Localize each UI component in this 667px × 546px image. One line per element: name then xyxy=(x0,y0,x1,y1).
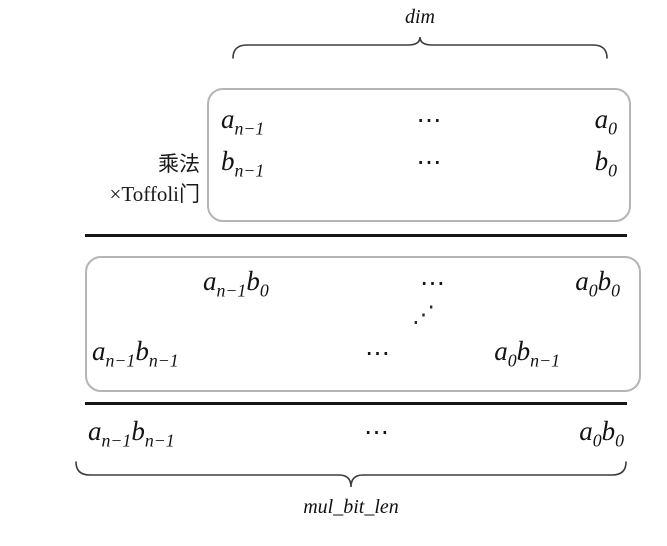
math-var: b xyxy=(135,336,149,366)
ellipsis-horizontal: ⋯ xyxy=(416,107,443,134)
ellipsis-diagonal: ⋰ xyxy=(412,302,435,327)
math-var: a xyxy=(221,104,235,134)
term-an1-b0: an−1b0 xyxy=(203,266,269,301)
math-sub: n−1 xyxy=(101,430,132,451)
math-sub: 0 xyxy=(259,280,269,301)
math-sub: n−1 xyxy=(144,430,175,451)
term-a0-b0-result: a0b0 xyxy=(579,416,624,451)
math-var: b xyxy=(221,146,235,176)
math-sub: 0 xyxy=(615,430,624,451)
term-an1-bn1-partial: an−1bn−1 xyxy=(92,336,179,371)
math-var: b xyxy=(516,336,531,366)
multiplication-rule-line-top xyxy=(85,234,627,237)
math-sub: n−1 xyxy=(234,160,265,181)
math-var: b xyxy=(597,266,612,296)
result-row: an−1bn−1 ⋯ a0b0 xyxy=(88,416,624,451)
term-a0-bn1: a0bn−1 xyxy=(494,336,560,371)
ellipsis-horizontal: ⋯ xyxy=(365,340,391,367)
math-var: b xyxy=(594,146,609,176)
math-var: b xyxy=(601,416,616,446)
math-var: a xyxy=(203,266,217,296)
math-var: b xyxy=(246,266,260,296)
math-var: a xyxy=(594,104,609,134)
math-var: a xyxy=(88,416,102,446)
term-a0-b0-partial: a0b0 xyxy=(575,266,620,301)
side-label-multiply: 乘法 xyxy=(158,152,200,176)
term-a-n-1: an−1 xyxy=(221,104,265,139)
dim-label: dim xyxy=(405,6,435,28)
term-b-n-1: bn−1 xyxy=(221,146,265,181)
side-label-toffoli: ×Toffoli门 xyxy=(109,182,200,206)
math-sub: 0 xyxy=(588,280,598,301)
operands-box xyxy=(207,88,631,222)
math-var: a xyxy=(579,416,593,446)
math-sub: 0 xyxy=(608,160,617,181)
math-var: a xyxy=(494,336,508,366)
ellipsis-horizontal: ⋯ xyxy=(363,419,390,446)
term-b-0: b0 xyxy=(594,146,617,181)
term-an1-bn1-result: an−1bn−1 xyxy=(88,416,175,451)
math-sub: n−1 xyxy=(216,280,247,301)
math-var: a xyxy=(92,336,106,366)
operand-row-b: bn−1 ⋯ b0 xyxy=(221,146,617,181)
math-sub: n−1 xyxy=(105,350,136,371)
math-var: a xyxy=(575,266,589,296)
multiplication-rule-line-bottom xyxy=(85,402,627,405)
partial-products-box xyxy=(85,256,641,392)
mul-bit-len-label: mul_bit_len xyxy=(303,496,399,518)
term-a-0: a0 xyxy=(594,104,617,139)
math-sub: n−1 xyxy=(148,350,179,371)
ellipsis-horizontal: ⋯ xyxy=(420,270,446,297)
operand-row-a: an−1 ⋯ a0 xyxy=(221,104,617,139)
ellipsis-horizontal: ⋯ xyxy=(416,149,443,176)
math-sub: n−1 xyxy=(234,118,265,139)
math-sub: 0 xyxy=(611,280,620,301)
math-sub: n−1 xyxy=(530,350,560,371)
bottom-underbrace xyxy=(75,461,627,488)
math-var: b xyxy=(131,416,145,446)
math-sub: 0 xyxy=(507,350,517,371)
top-overbrace xyxy=(232,36,608,59)
math-sub: 0 xyxy=(608,118,617,139)
math-sub: 0 xyxy=(592,430,602,451)
